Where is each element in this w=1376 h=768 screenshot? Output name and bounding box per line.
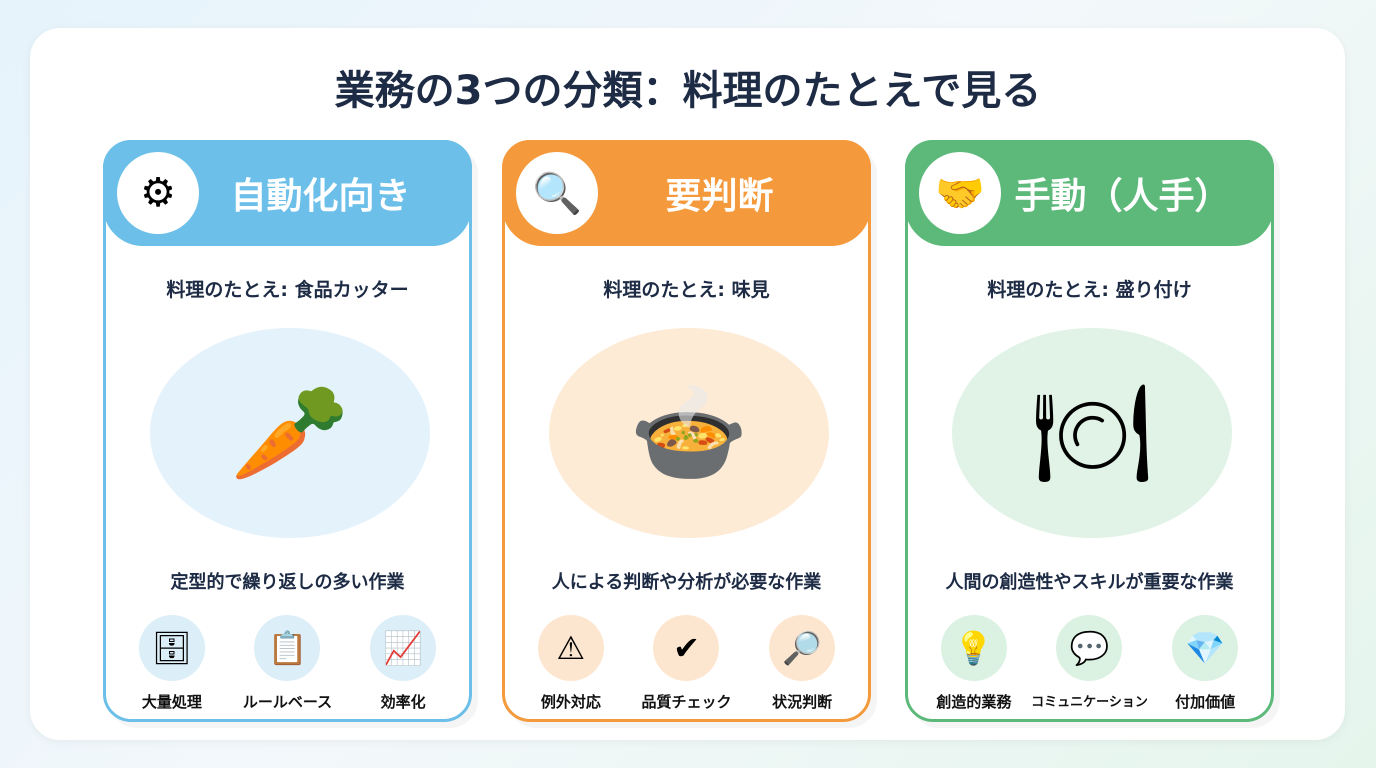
diamond-hand-icon: 💎 — [1172, 615, 1239, 681]
feature-item: ✔ 品質チェック — [631, 615, 741, 712]
chat-icon: 💬 — [1056, 615, 1123, 681]
feature-item: 🔎 状況判断 — [747, 615, 857, 712]
gear-robot-arm-icon: ⚙ — [117, 152, 199, 234]
checklist-icon: 📋 — [254, 615, 321, 681]
card-automation: ⚙ 自動化向き 料理のたとえ: 食品カッター 🥕 定型的で繰り返しの多い作業 🗄… — [103, 140, 472, 722]
feature-label: 品質チェック — [641, 693, 732, 711]
card-judgment: 🔍 要判断 料理のたとえ: 味見 🍲 人による判断や分析が必要な作業 ⚠ 例外対応… — [502, 140, 871, 722]
card-header: ⚙ 自動化向き — [103, 140, 472, 246]
feature-label: ルールベース — [242, 693, 333, 711]
feature-item: 💡 創造的業務 — [919, 615, 1029, 712]
food-cutter-illustration: 🥕 — [150, 328, 430, 538]
feature-label: コミュニケーション — [1031, 695, 1148, 710]
card-description: 定型的で繰り返しの多い作業 — [170, 572, 405, 593]
feature-label: 創造的業務 — [936, 693, 1012, 711]
chef-tasting-illustration: 🍲 — [549, 328, 829, 538]
feature-item: 📋 ルールベース — [232, 615, 342, 712]
card-manual: 🤝 手動（人手） 料理のたとえ: 盛り付け 🍽 人間の創造性やスキルが重要な作業… — [905, 140, 1274, 722]
card-title: 要判断 — [665, 176, 774, 217]
feature-label: 効率化 — [380, 693, 426, 711]
page-title: 業務の3つの分類：料理のたとえで見る — [334, 68, 1042, 114]
feature-item: ⚠ 例外対応 — [516, 615, 626, 712]
magnifier-check-icon: ✔ — [653, 615, 720, 681]
feature-label: 付加価値 — [1175, 693, 1236, 711]
feature-label: 例外対応 — [540, 693, 601, 711]
feature-item: 🗄 大量処理 — [117, 615, 227, 712]
feature-label: 大量処理 — [141, 693, 202, 711]
lightbulb-icon: 💡 — [940, 615, 1007, 681]
analogy-text: 料理のたとえ: 盛り付け — [987, 279, 1192, 301]
card-header: 🔍 要判断 — [502, 140, 871, 246]
card-header: 🤝 手動（人手） — [905, 140, 1274, 246]
hands-icon: 🤝 — [919, 152, 1001, 234]
card-description: 人間の創造性やスキルが重要な作業 — [945, 572, 1234, 593]
card-title: 自動化向き — [230, 176, 411, 217]
growth-chart-icon: 📈 — [370, 615, 437, 681]
analogy-text: 料理のたとえ: 味見 — [603, 279, 770, 301]
plating-illustration: 🍽 — [952, 328, 1232, 538]
feature-item: 💎 付加価値 — [1150, 615, 1260, 712]
database-icon: 🗄 — [138, 615, 205, 681]
warning-icon: ⚠ — [537, 615, 604, 681]
hand-magnifier-icon: 🔍 — [516, 152, 598, 234]
feature-item: 💬 コミュニケーション — [1031, 615, 1148, 712]
card-description: 人による判断や分析が必要な作業 — [551, 572, 822, 593]
feature-item: 📈 効率化 — [348, 615, 458, 712]
magnifier-icon: 🔎 — [769, 615, 836, 681]
analogy-text: 料理のたとえ: 食品カッター — [166, 279, 409, 301]
feature-label: 状況判断 — [772, 693, 833, 711]
card-title: 手動（人手） — [1014, 176, 1231, 217]
